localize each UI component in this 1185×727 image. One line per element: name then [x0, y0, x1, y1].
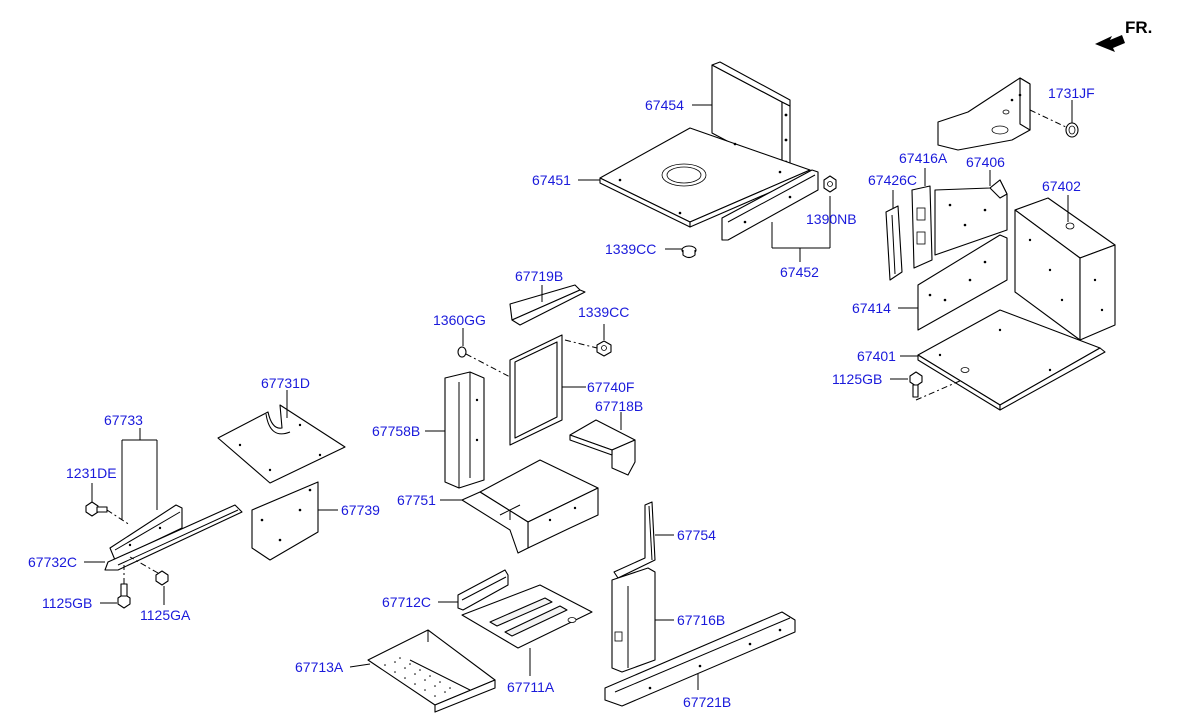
part-67733-bracket: [109, 504, 183, 561]
bolt-1231DE: [85, 501, 108, 517]
part-67751-tray: [461, 459, 599, 554]
label-67713A: 67713A: [295, 659, 344, 675]
label-67739: 67739: [341, 502, 380, 518]
part-67754-channel: [613, 501, 656, 579]
label-67732C: 67732C: [28, 554, 77, 570]
label-1125GB-right: 1125GB: [832, 371, 882, 387]
label-1731JF: 1731JF: [1048, 85, 1095, 101]
label-1125GB-left: 1125GB: [42, 595, 92, 611]
part-67414-panel: [917, 234, 1008, 331]
label-67712C: 67712C: [382, 594, 431, 610]
label-67454: 67454: [645, 97, 684, 113]
label-1339CC-mid: 1339CC: [578, 304, 629, 320]
front-orientation-label: FR.: [1125, 18, 1152, 37]
part-67711A-floor: [461, 584, 593, 649]
part-67416A-strip: [911, 185, 933, 269]
part-67454-panel: [711, 61, 791, 175]
part-67739-panel: [251, 481, 319, 561]
part-67451-top-plate: [599, 127, 811, 228]
part-67732C-rail: [104, 504, 243, 571]
front-direction-arrow-icon: [1095, 35, 1125, 52]
part-67758B-channel: [444, 371, 485, 489]
nut-1390NB: [823, 175, 837, 193]
label-67740F: 67740F: [587, 379, 634, 395]
label-67426C: 67426C: [868, 172, 917, 188]
label-67406: 67406: [966, 154, 1005, 170]
label-67754: 67754: [677, 527, 716, 543]
part-67712C-strip: [457, 569, 509, 611]
label-67451: 67451: [532, 172, 571, 188]
bolt-1125GB-left: [117, 583, 131, 609]
grommet-1731JF: [1065, 122, 1079, 138]
part-1731JF-bracket: [937, 77, 1031, 151]
part-67406-panel: [934, 179, 1008, 256]
bolt-1125GB-right: [909, 371, 923, 398]
part-67716B-channel: [611, 567, 656, 673]
label-1360GG: 1360GG: [433, 312, 486, 328]
label-67711A: 67711A: [507, 679, 555, 695]
part-67402-box: [1014, 197, 1116, 341]
part-67401-base: [917, 309, 1106, 411]
part-67452-bracket: [721, 169, 819, 241]
label-67452: 67452: [780, 264, 819, 280]
label-67414: 67414: [852, 300, 891, 316]
label-67719B: 67719B: [515, 268, 563, 284]
label-1231DE: 1231DE: [66, 465, 117, 481]
part-67721B-rail: [604, 611, 796, 707]
part-67718B-bracket: [569, 419, 636, 476]
grommet-1339CC-top: [681, 245, 697, 259]
label-1339CC-top: 1339CC: [605, 241, 656, 257]
part-67426C-strip: [885, 205, 903, 281]
label-67751: 67751: [397, 492, 436, 508]
label-67716B: 67716B: [677, 612, 725, 628]
bolt-1125GA: [155, 570, 169, 586]
part-67713A-tray: [367, 629, 496, 713]
part-67731D-plate: [217, 404, 346, 484]
label-67731D: 67731D: [261, 375, 310, 391]
label-67758B: 67758B: [372, 423, 420, 439]
part-67719B-strip: [509, 284, 586, 326]
grommet-1339CC-mid: [596, 340, 612, 357]
label-67733: 67733: [104, 412, 143, 428]
clip-1360GG: [457, 346, 467, 358]
label-67718B: 67718B: [595, 398, 643, 414]
label-67401: 67401: [857, 348, 896, 364]
label-67416A: 67416A: [899, 150, 948, 166]
label-67721B: 67721B: [683, 694, 731, 710]
part-67740F-gasket: [509, 334, 563, 446]
label-1390NB: 1390NB: [806, 211, 857, 227]
label-1125GA: 1125GA: [140, 607, 191, 623]
label-67402: 67402: [1042, 178, 1081, 194]
